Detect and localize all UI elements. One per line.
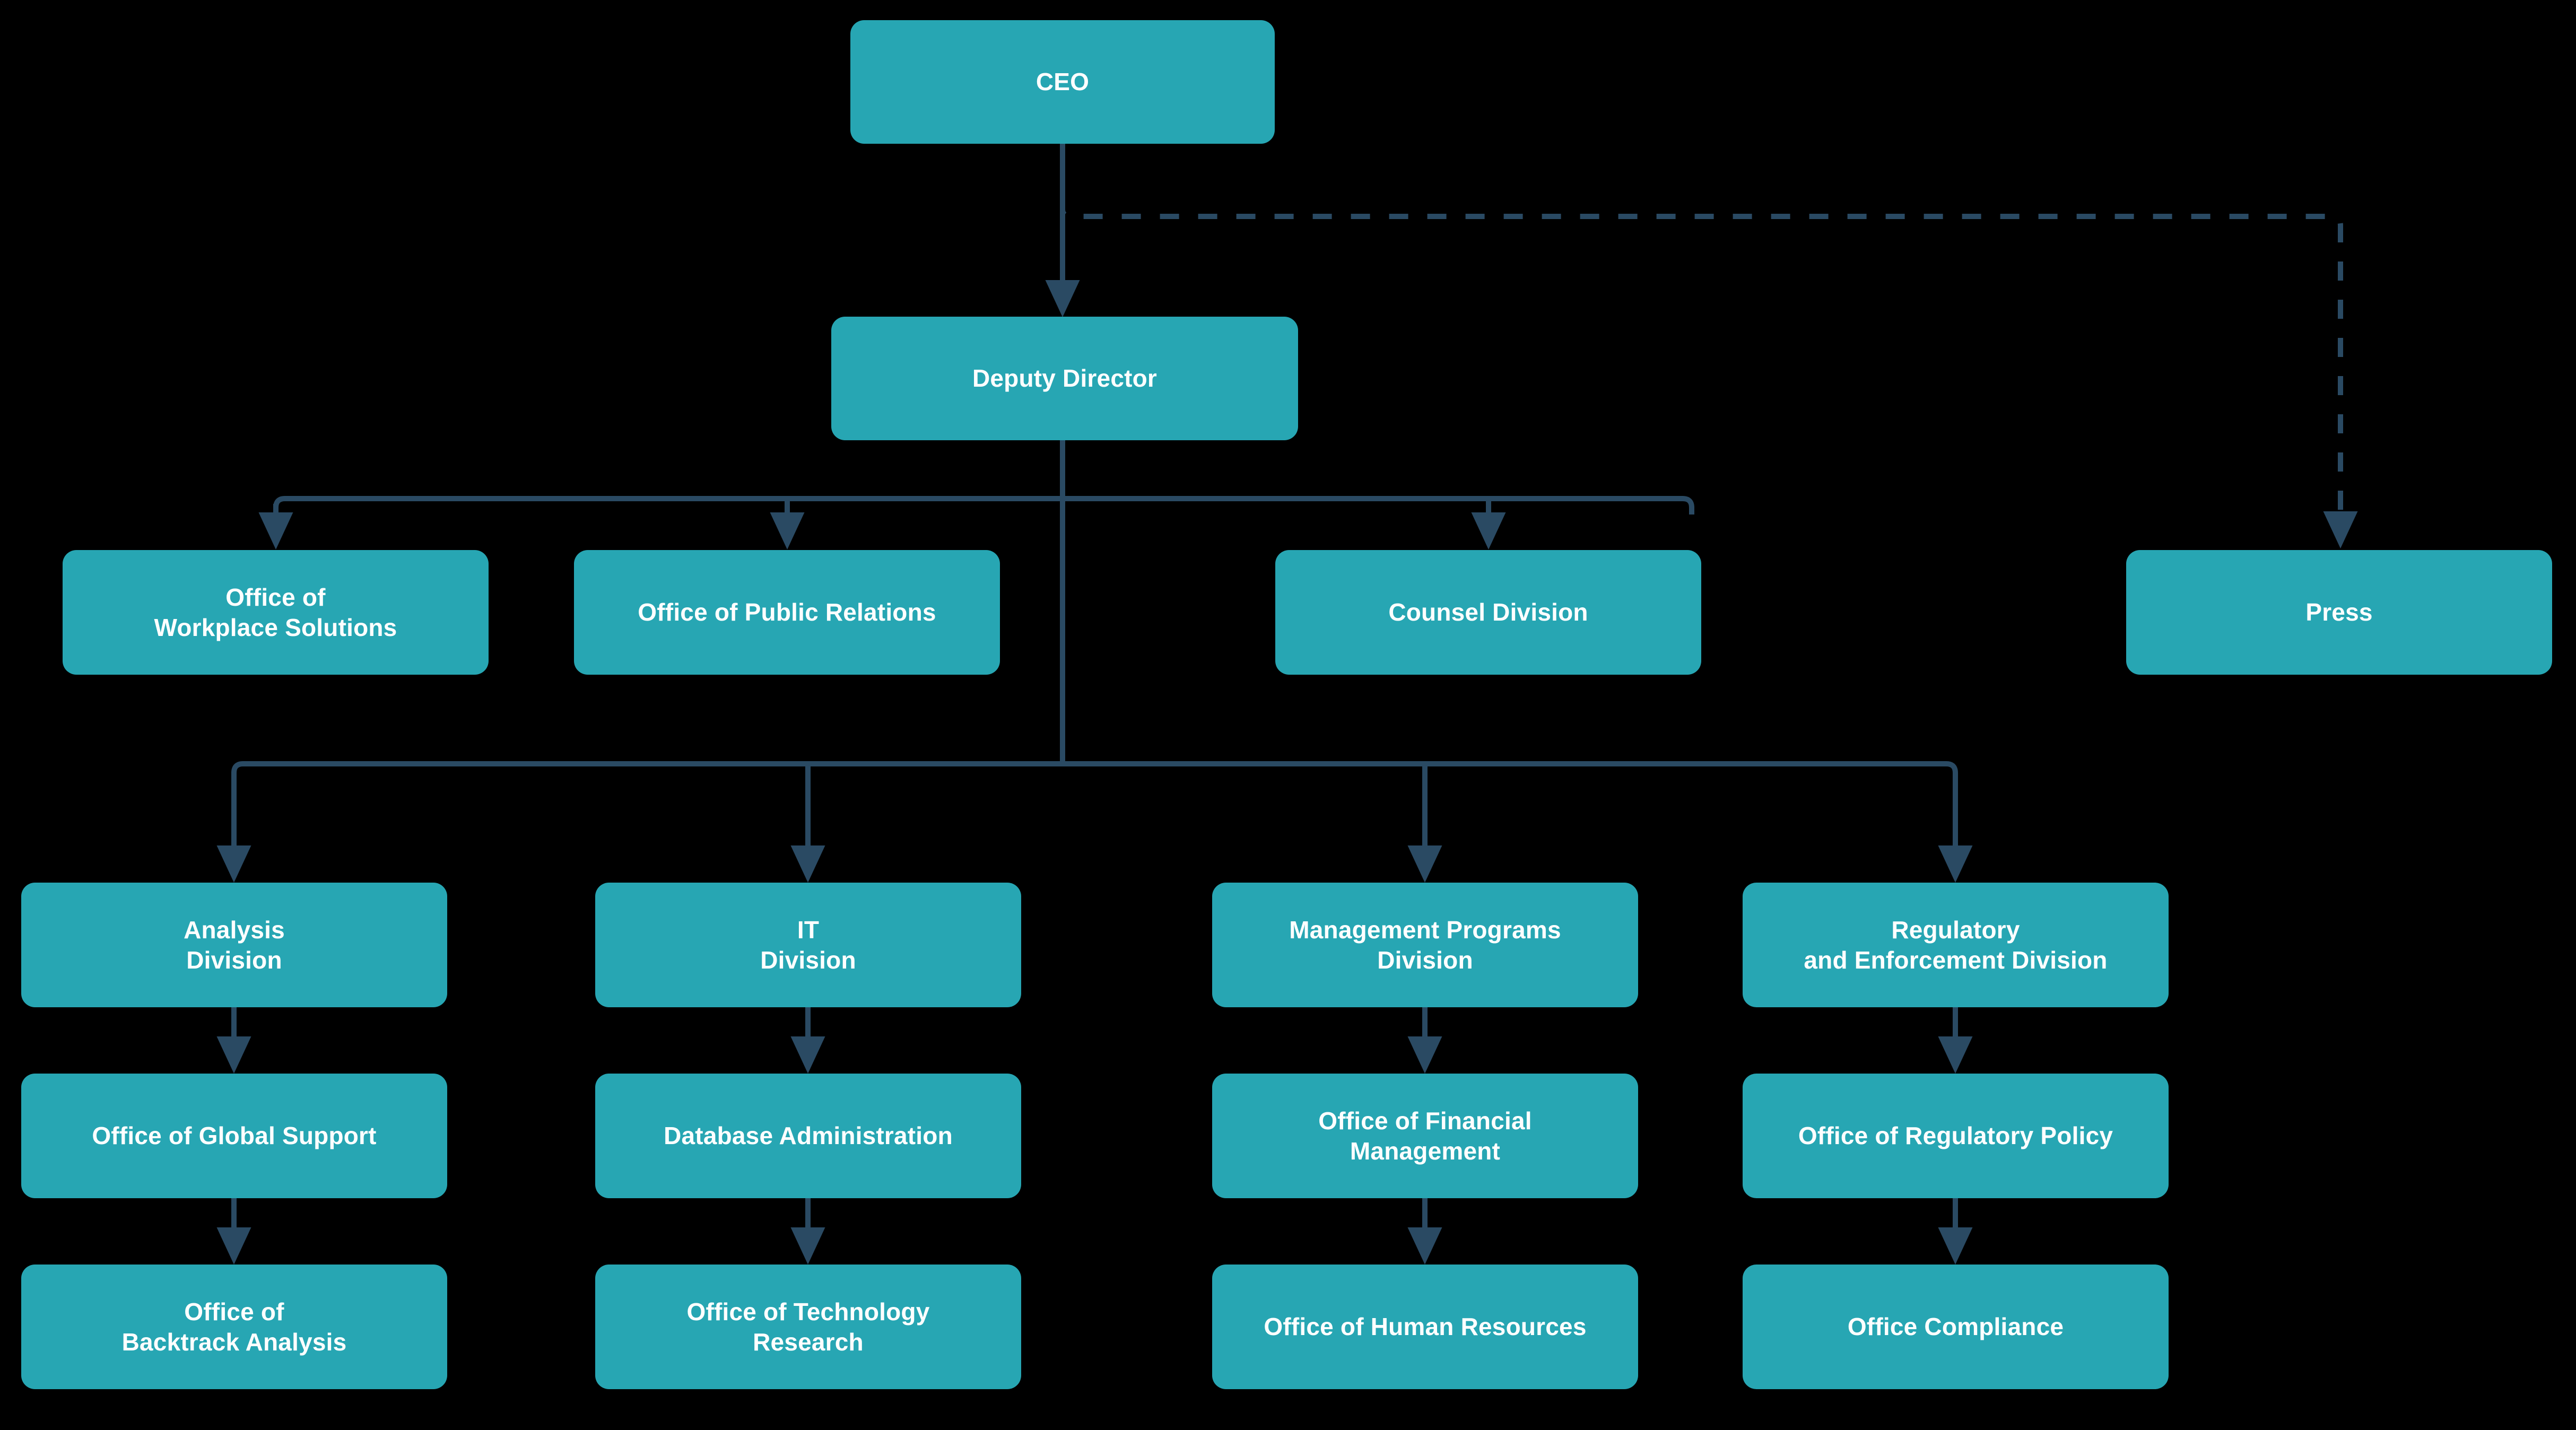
node-label-press: Press (2305, 598, 2373, 626)
node-label-ceo: CEO (1035, 68, 1090, 96)
bus-level-3-left-drop (231, 761, 243, 843)
node-office-of-technology-research[interactable]: Office of Technology Research (595, 1265, 1021, 1389)
node-label-it-division: IT Division (760, 916, 856, 974)
node-label-management-programs-division: Management Programs Division (1289, 916, 1561, 974)
node-label-office-of-public-relations: Office of Public Relations (638, 598, 936, 626)
node-counsel-division[interactable]: Counsel Division (1275, 550, 1701, 675)
node-office-of-financial-management[interactable]: Office of Financial Management (1212, 1074, 1638, 1198)
node-management-programs-division[interactable]: Management Programs Division (1212, 883, 1638, 1007)
node-press[interactable]: Press (2126, 550, 2552, 675)
node-label-counsel-division: Counsel Division (1388, 598, 1588, 626)
node-analysis-division[interactable]: Analysis Division (21, 883, 447, 1007)
bus-level-2-right-drop (1682, 496, 1694, 515)
node-label-deputy-director: Deputy Director (972, 364, 1158, 393)
node-office-of-regulatory-policy[interactable]: Office of Regulatory Policy (1743, 1074, 2169, 1198)
node-ceo[interactable]: CEO (850, 20, 1275, 144)
node-office-of-backtrack-analysis[interactable]: Office of Backtrack Analysis (21, 1265, 447, 1389)
node-label-analysis-division: Analysis Division (184, 916, 285, 974)
node-database-administration[interactable]: Database Administration (595, 1074, 1021, 1198)
bus-level-3-right-drop (1946, 761, 1958, 843)
node-label-regulatory-and-enforcement-division: Regulatory and Enforcement Division (1804, 916, 2108, 974)
node-label-office-compliance: Office Compliance (1847, 1313, 2064, 1341)
node-office-of-workplace-solutions[interactable]: Office of Workplace Solutions (63, 550, 489, 675)
bus-level-2-left-drop (273, 496, 285, 515)
node-label-office-of-global-support: Office of Global Support (92, 1122, 377, 1150)
node-it-division[interactable]: IT Division (595, 883, 1021, 1007)
node-deputy-director[interactable]: Deputy Director (831, 317, 1298, 440)
node-office-of-global-support[interactable]: Office of Global Support (21, 1074, 447, 1198)
node-label-office-of-backtrack-analysis: Office of Backtrack Analysis (121, 1298, 347, 1356)
node-office-compliance[interactable]: Office Compliance (1743, 1265, 2169, 1389)
node-label-office-of-technology-research: Office of Technology Research (686, 1298, 930, 1356)
node-label-office-of-workplace-solutions: Office of Workplace Solutions (154, 583, 397, 641)
node-office-of-human-resources[interactable]: Office of Human Resources (1212, 1265, 1638, 1389)
node-office-of-public-relations[interactable]: Office of Public Relations (574, 550, 1000, 675)
node-regulatory-and-enforcement-division[interactable]: Regulatory and Enforcement Division (1743, 883, 2169, 1007)
node-label-office-of-financial-management: Office of Financial Management (1318, 1107, 1532, 1165)
node-label-office-of-regulatory-policy: Office of Regulatory Policy (1798, 1122, 2113, 1150)
node-label-database-administration: Database Administration (664, 1122, 953, 1150)
node-label-office-of-human-resources: Office of Human Resources (1264, 1313, 1587, 1341)
